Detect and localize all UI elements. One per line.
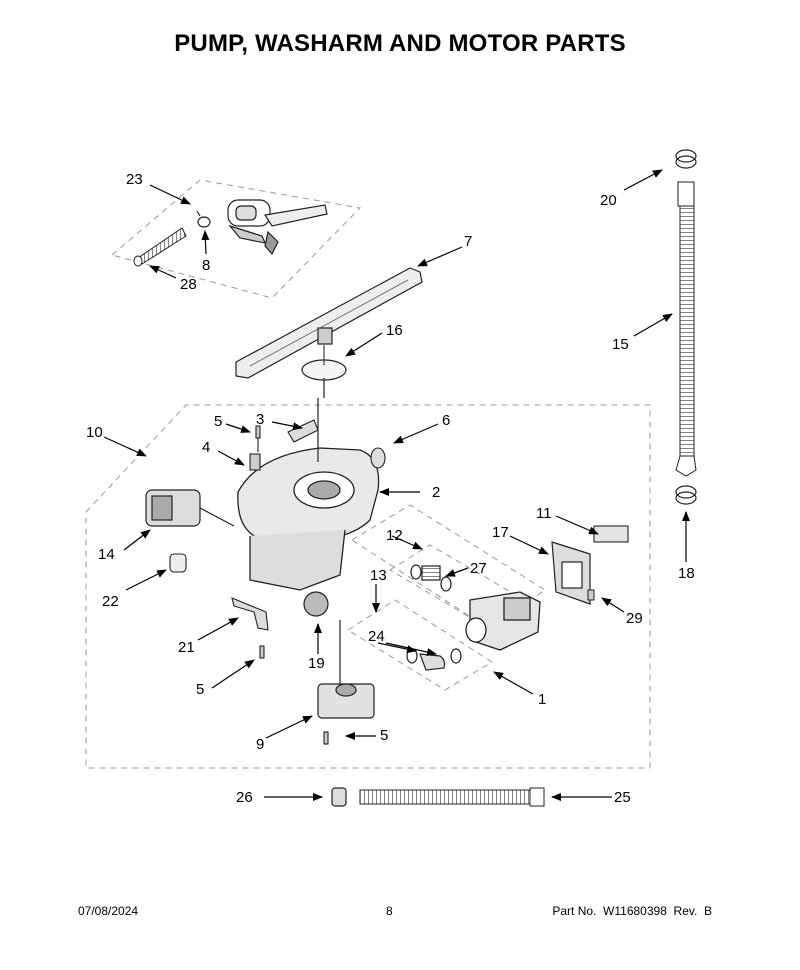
check-valve-6 — [370, 447, 386, 469]
callout-29: 29 — [626, 610, 643, 627]
elbow-24 — [406, 648, 462, 671]
callout-14: 14 — [98, 546, 115, 563]
screws-5 — [255, 425, 329, 745]
callout-27: 27 — [470, 560, 487, 577]
bracket-11 — [593, 525, 629, 543]
sump-clip-3 — [287, 419, 319, 443]
callout-3: 3 — [256, 411, 264, 428]
hose-clamp-8 — [196, 210, 211, 228]
callout-19: 19 — [308, 655, 325, 672]
coupling-27 — [410, 564, 452, 592]
footer-date: 07/08/2024 — [78, 904, 139, 918]
screw-29 — [587, 589, 595, 601]
callout-16: 16 — [386, 322, 403, 339]
sensor-4 — [249, 436, 261, 471]
callout-4: 4 — [202, 439, 210, 456]
grommet-22 — [169, 553, 187, 573]
wash-pump-1 — [465, 591, 541, 651]
callout-21: 21 — [178, 639, 195, 656]
footer-part-number: Part No. W11680398 Rev. B — [552, 904, 712, 918]
callout-18: 18 — [678, 565, 695, 582]
footer-page-number: 8 — [386, 904, 393, 918]
callout-10: 10 — [86, 424, 103, 441]
clamp-26 — [331, 787, 347, 807]
diverter-motor-9 — [317, 620, 375, 719]
callout-24: 24 — [368, 628, 385, 645]
callout-6: 6 — [442, 412, 450, 429]
callout-13: 13 — [370, 567, 387, 584]
drain-hose-28 — [133, 227, 187, 267]
leader-arrows — [103, 169, 690, 801]
page-title: PUMP, WASHARM AND MOTOR PARTS — [174, 30, 626, 57]
clamp-20 — [675, 149, 697, 169]
callout-2: 2 — [432, 484, 440, 501]
sump-assembly — [237, 378, 380, 591]
pump-bracket-17 — [551, 541, 591, 605]
clamp-18 — [675, 485, 697, 505]
callout-5a: 5 — [214, 413, 222, 430]
callout-8: 8 — [202, 257, 210, 274]
callout-9: 9 — [256, 736, 264, 753]
callout-labels: 23 8 28 7 16 10 5 3 4 6 2 14 22 21 19 5 … — [86, 171, 695, 806]
callout-26: 26 — [236, 789, 253, 806]
callout-5c: 5 — [380, 727, 388, 744]
drain-pump-assembly — [227, 199, 328, 256]
callout-17: 17 — [492, 524, 509, 541]
callout-5b: 5 — [196, 681, 204, 698]
callout-11: 11 — [536, 505, 552, 522]
callout-25: 25 — [614, 789, 631, 806]
callout-1: 1 — [538, 691, 546, 708]
callout-22: 22 — [102, 593, 119, 610]
callout-7: 7 — [464, 233, 472, 250]
fill-hose-15 — [675, 181, 697, 477]
bracket-21 — [231, 597, 269, 631]
callout-12: 12 — [386, 527, 403, 544]
callout-20: 20 — [600, 192, 617, 209]
filter-disc-16 — [301, 345, 347, 381]
callout-15: 15 — [612, 336, 629, 353]
callout-28: 28 — [180, 276, 197, 293]
diverter-19 — [303, 591, 329, 617]
callout-23: 23 — [126, 171, 143, 188]
circulation-motor-14 — [145, 489, 235, 527]
drain-hose-25 — [359, 787, 545, 807]
lower-wash-arm — [235, 267, 423, 379]
